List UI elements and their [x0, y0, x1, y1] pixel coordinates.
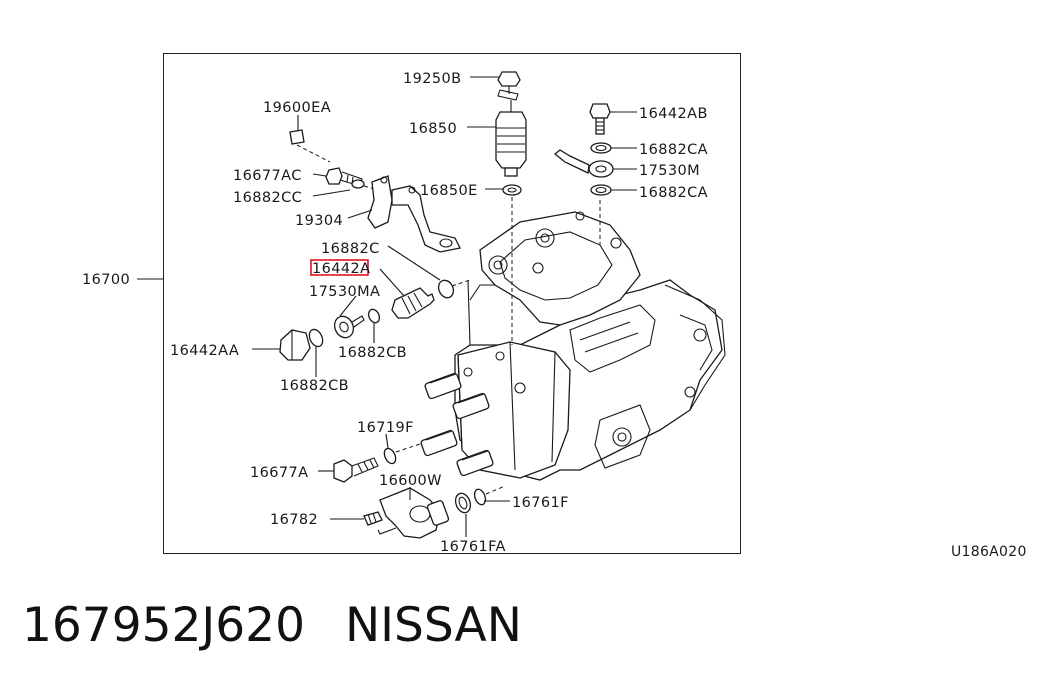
highlight-box [310, 259, 369, 276]
callout-16761F: 16761F [512, 495, 569, 511]
callout-16761FA: 16761FA [440, 539, 506, 555]
callout-16442AB: 16442AB [639, 106, 708, 122]
banjo-assembly-side [279, 279, 471, 361]
callout-16882C: 16882C [321, 241, 380, 257]
diagram-frame [163, 53, 741, 554]
callout-16442AA: 16442AA [170, 343, 239, 359]
callout-16677AC: 16677AC [233, 168, 302, 184]
callout-16719F: 16719F [357, 420, 414, 436]
frame-label: 16700 [82, 272, 130, 288]
part-number: 167952J620 [22, 598, 305, 653]
callout-16882CA-top: 16882CA [639, 142, 708, 158]
lower-parts [333, 443, 506, 539]
callout-16850: 16850 [409, 121, 457, 137]
part-caption: 167952J620 NISSAN [22, 598, 562, 653]
callout-16600W: 16600W [379, 473, 442, 489]
callout-16677A: 16677A [250, 465, 308, 481]
callout-16882CC: 16882CC [233, 190, 302, 206]
callout-16442A: 16442A [312, 261, 370, 277]
callout-16782: 16782 [270, 512, 318, 528]
nozzle-assembly [495, 71, 527, 196]
callout-19600EA: 19600EA [263, 100, 331, 116]
callout-16850E: 16850E [420, 183, 478, 199]
callout-19304: 19304 [295, 213, 343, 229]
callout-16882CB-right: 16882CB [338, 345, 407, 361]
callout-19250B: 19250B [403, 71, 461, 87]
banjo-assembly-top [553, 103, 614, 196]
leader-lines [137, 76, 637, 537]
callout-16882CA-bottom: 16882CA [639, 185, 708, 201]
drawing-code: U186A020 [951, 544, 1027, 560]
callout-16882CB-left: 16882CB [280, 378, 349, 394]
callout-labels: 16700 19250B 19600EA 16850 16442AB 16882… [82, 71, 708, 555]
bracket-assembly [289, 129, 461, 253]
callout-17530M: 17530M [639, 163, 700, 179]
callout-17530MA: 17530MA [309, 284, 380, 300]
injection-pump-body [420, 190, 726, 481]
brand-name: NISSAN [345, 598, 522, 653]
